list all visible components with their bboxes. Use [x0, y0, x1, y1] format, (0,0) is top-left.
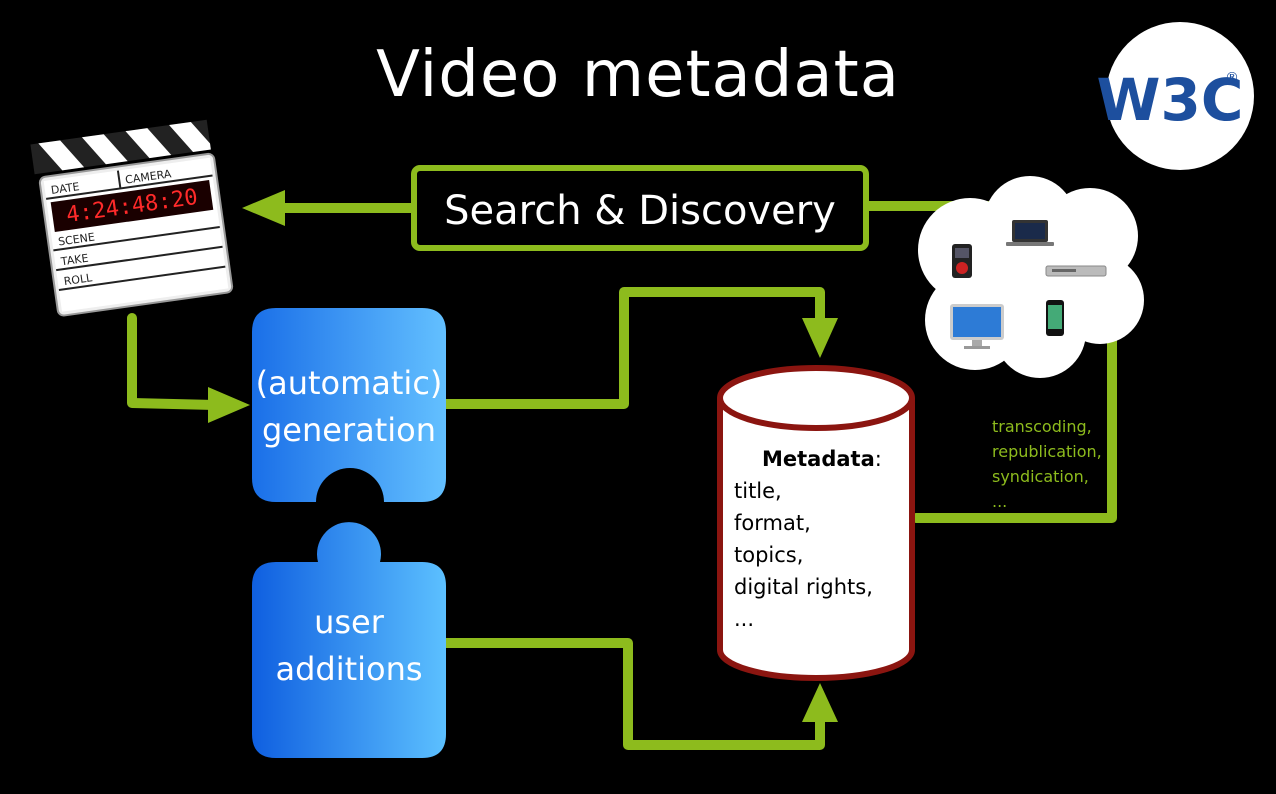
clapperboard-icon: DATE CAMERA 4:24:48:20 SCENE TAKE ROLL: [30, 119, 234, 317]
distribution-note-line: ...: [992, 492, 1007, 511]
monitor-icon: [950, 304, 1004, 349]
arrowhead-left: [242, 190, 285, 226]
metadata-item: title,: [734, 479, 782, 503]
clapper-camera-label: CAMERA: [124, 167, 172, 186]
metadata-item: format,: [734, 511, 811, 535]
distribution-note: transcoding, republication, syndication,…: [992, 417, 1102, 511]
arrowhead-metadata-top: [802, 318, 838, 358]
phone-icon: [1046, 300, 1064, 336]
clapper-scene-label: SCENE: [57, 231, 95, 249]
user-additions-piece[interactable]: user additions: [252, 522, 446, 758]
automatic-generation-line1: (automatic): [256, 364, 443, 402]
metadata-item: topics,: [734, 543, 803, 567]
distribution-note-line: syndication,: [992, 467, 1089, 486]
distribution-note-line: transcoding,: [992, 417, 1092, 436]
metadata-items: title, format, topics, digital rights, .…: [734, 479, 873, 631]
automatic-generation-piece[interactable]: (automatic) generation: [252, 308, 446, 502]
user-additions-line2: additions: [275, 650, 422, 688]
metadata-cylinder[interactable]: Metadata: title, format, topics, digital…: [717, 365, 915, 681]
arrowhead-metadata-bottom: [802, 683, 838, 722]
w3c-registered-mark: ®: [1225, 70, 1239, 86]
arrowhead-generation: [208, 387, 250, 423]
metadata-heading: Metadata:: [762, 447, 882, 471]
w3c-logo-text: W3C: [1097, 66, 1244, 134]
arrowheads: [208, 190, 838, 722]
laptop-icon: [1006, 220, 1054, 246]
user-additions-line1: user: [314, 603, 385, 641]
search-discovery-label: Search & Discovery: [444, 188, 836, 234]
search-discovery-box[interactable]: Search & Discovery: [411, 165, 869, 251]
generation-to-metadata-arrow: [441, 287, 825, 409]
slide-title: Video metadata: [376, 38, 900, 112]
clapper-take-label: TAKE: [59, 252, 89, 269]
distribution-note-line: republication,: [992, 442, 1102, 461]
clapper-stick: [30, 119, 211, 175]
w3c-logo: W3C ®: [1097, 22, 1254, 170]
metadata-item: ...: [734, 607, 754, 631]
additions-to-metadata-arrow: [441, 638, 825, 750]
clapperboard-to-generation-arrow: [127, 313, 220, 410]
device-cloud: [918, 176, 1144, 378]
media-player-icon: [952, 244, 972, 278]
clapper-date-label: DATE: [50, 180, 80, 197]
automatic-generation-line2: generation: [262, 411, 436, 449]
set-top-box-icon: [1045, 265, 1107, 277]
metadata-item: digital rights,: [734, 575, 873, 599]
clapper-roll-label: ROLL: [63, 271, 94, 288]
